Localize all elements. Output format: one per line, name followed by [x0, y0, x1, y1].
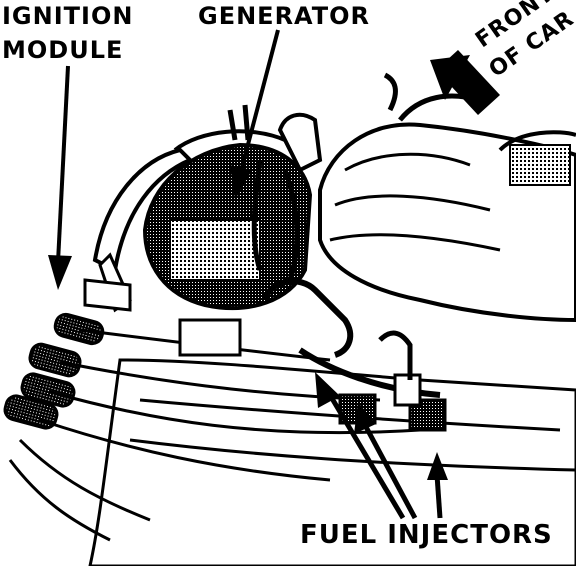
- ignition-module-label-line2: MODULE: [2, 36, 124, 64]
- generator-body: [142, 112, 323, 310]
- ignition-module-label-line1: IGNITION: [2, 2, 134, 30]
- front-arrow-icon: [430, 50, 500, 115]
- plug-wire-boots: [3, 312, 105, 430]
- generator-arrowhead: [230, 165, 252, 200]
- ignition-module-body: [83, 147, 194, 313]
- ignition-leader: [56, 65, 70, 263]
- fuel-injectors-label: FUEL INJECTORS: [300, 520, 553, 550]
- injector-leader-1: [327, 393, 406, 520]
- leader-arrows: [48, 29, 448, 520]
- injector-leader-2: [362, 423, 418, 520]
- generator-label: GENERATOR: [198, 2, 371, 30]
- intake-manifold: [318, 72, 576, 323]
- ignition-arrowhead: [48, 255, 72, 290]
- injector-leader-3: [434, 474, 443, 519]
- fuel-rail: [262, 278, 447, 432]
- hoses: [227, 104, 300, 281]
- generator-leader: [238, 29, 280, 176]
